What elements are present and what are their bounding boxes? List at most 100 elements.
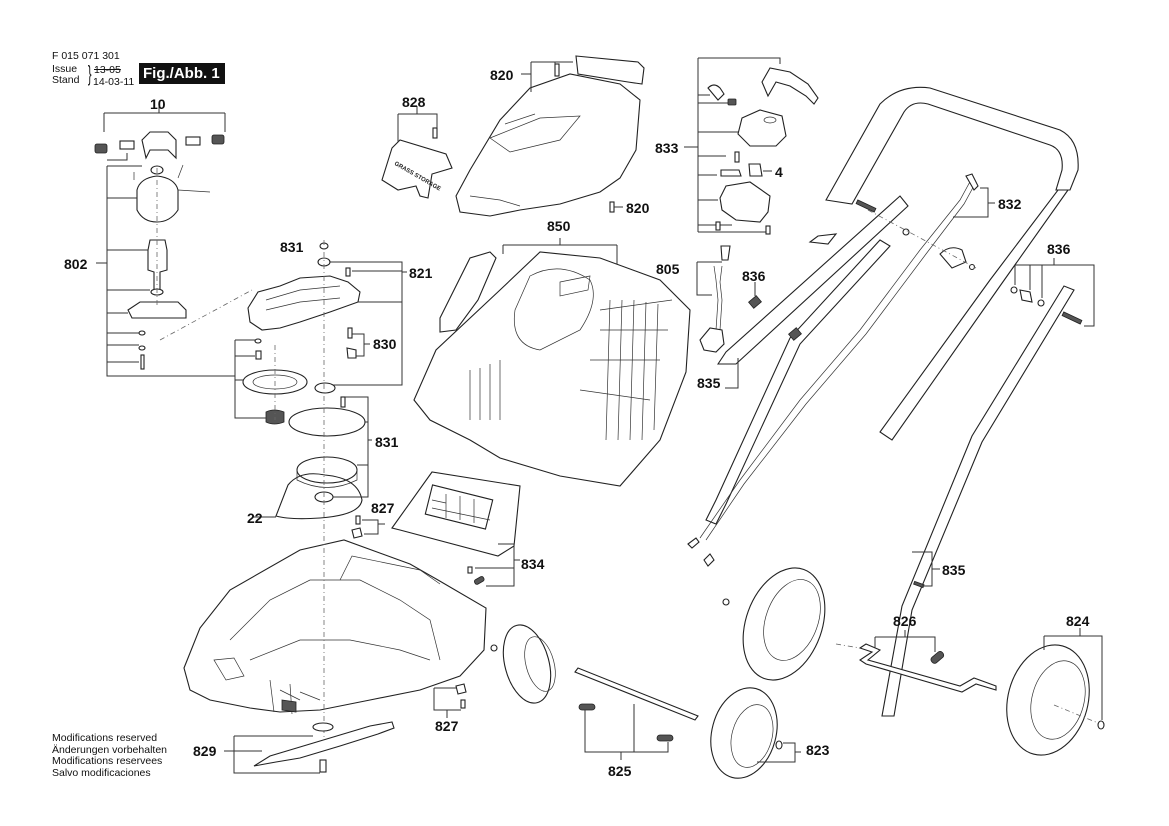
screw xyxy=(609,201,615,213)
gasket-ring xyxy=(288,407,366,437)
cover-flap xyxy=(381,139,453,199)
issue-label: Issue xyxy=(52,63,78,75)
carbon-brush xyxy=(211,134,225,145)
deck-clip-827 xyxy=(433,683,467,718)
belt-pulley xyxy=(296,456,358,484)
gearbox-assembly xyxy=(227,240,407,520)
figure-label: Fig./Abb. 1 xyxy=(139,63,225,84)
clip xyxy=(455,683,467,695)
part-label-824: 824 xyxy=(1066,613,1090,629)
washer xyxy=(490,644,498,652)
pin xyxy=(347,327,353,339)
hood-shell xyxy=(455,73,641,217)
switch-base-plate xyxy=(719,181,771,223)
part-label-10: 10 xyxy=(150,96,166,112)
spring-pin xyxy=(474,576,485,585)
issue-stand-labels: Issue Stand xyxy=(52,64,79,86)
switch-box-assembly xyxy=(684,57,819,235)
height-adjust-rod xyxy=(858,643,997,693)
upper-handle-left-lower-section xyxy=(705,239,891,525)
mower-deck xyxy=(183,500,487,740)
part-label-827-bottom: 827 xyxy=(435,718,459,734)
part-label-831-mid: 831 xyxy=(375,434,399,450)
part-label-827-top: 827 xyxy=(371,500,395,516)
rear-flap xyxy=(391,471,521,587)
washer xyxy=(254,338,262,344)
brace-icon: } xyxy=(87,61,92,86)
handle-clamp xyxy=(748,295,762,309)
clip xyxy=(351,527,363,539)
screw xyxy=(734,151,740,163)
handle-knob xyxy=(939,247,967,269)
screw xyxy=(467,566,473,574)
wheel-front-right xyxy=(1006,644,1090,756)
motor-flange xyxy=(127,301,187,319)
gear-housing-cover xyxy=(247,275,361,331)
carbon-brush xyxy=(94,143,108,154)
torsion-spring xyxy=(656,734,674,742)
washer xyxy=(138,345,146,351)
screw xyxy=(340,396,346,408)
part-label-825: 825 xyxy=(608,763,632,779)
circlip xyxy=(775,740,783,750)
wheel-front-left xyxy=(710,687,778,779)
spring xyxy=(930,651,945,664)
washer xyxy=(722,598,730,606)
blade-washer xyxy=(312,722,334,732)
stand-label: Stand xyxy=(52,74,80,86)
brush-holder xyxy=(185,136,201,146)
modifications-notice: Modifications reserved Änderungen vorbeh… xyxy=(52,732,167,779)
knob xyxy=(707,84,725,101)
part-label-805: 805 xyxy=(656,261,680,277)
wheels xyxy=(490,567,1105,779)
screw xyxy=(345,267,351,277)
wheel-rear-right xyxy=(742,567,826,681)
motor-hood xyxy=(455,55,645,217)
carriage-bolt xyxy=(855,199,877,213)
lower-handle-left xyxy=(716,195,909,365)
brush-cap-housing xyxy=(141,131,177,160)
screw xyxy=(255,350,262,360)
spacer xyxy=(1019,289,1033,303)
part-label-823: 823 xyxy=(806,742,830,758)
screw xyxy=(715,221,721,231)
circlip xyxy=(1097,720,1105,730)
washer xyxy=(138,330,146,336)
safety-pictograms xyxy=(424,484,494,530)
bearing xyxy=(314,382,336,394)
modifications-line: Modifications reserved xyxy=(52,732,158,744)
screw xyxy=(432,127,438,139)
part-label-831-top: 831 xyxy=(280,239,304,255)
torsion-spring xyxy=(578,703,596,711)
grass-box-handle xyxy=(439,251,497,333)
part-label-4: 4 xyxy=(775,164,783,180)
screw xyxy=(355,515,361,525)
grass-box xyxy=(413,238,691,487)
cable-terminal xyxy=(687,537,715,567)
screw xyxy=(460,699,466,709)
screw xyxy=(554,63,560,77)
part-label-835-bottom: 835 xyxy=(942,562,966,578)
screw xyxy=(765,225,771,235)
cable-plug xyxy=(699,327,725,353)
armature xyxy=(147,239,168,291)
part-label-836-left: 836 xyxy=(742,268,766,284)
cable-plug-cap xyxy=(720,245,731,261)
blade xyxy=(253,721,395,767)
part-label-830: 830 xyxy=(373,336,397,352)
modifications-line: Salvo modificaciones xyxy=(52,766,151,779)
clamp xyxy=(720,169,742,177)
part-label-828: 828 xyxy=(402,94,426,110)
switch-cover xyxy=(737,109,787,147)
part-label-820-bottom: 820 xyxy=(626,200,650,216)
cable-clip xyxy=(808,233,838,245)
cutting-blade xyxy=(224,721,395,774)
clip xyxy=(346,347,357,359)
axle xyxy=(574,667,699,721)
part-label-826: 826 xyxy=(893,613,917,629)
part-label-835-top: 835 xyxy=(697,375,721,391)
part-label-802: 802 xyxy=(64,256,88,272)
blade-bolt xyxy=(319,759,327,773)
cable-connector xyxy=(696,245,731,353)
